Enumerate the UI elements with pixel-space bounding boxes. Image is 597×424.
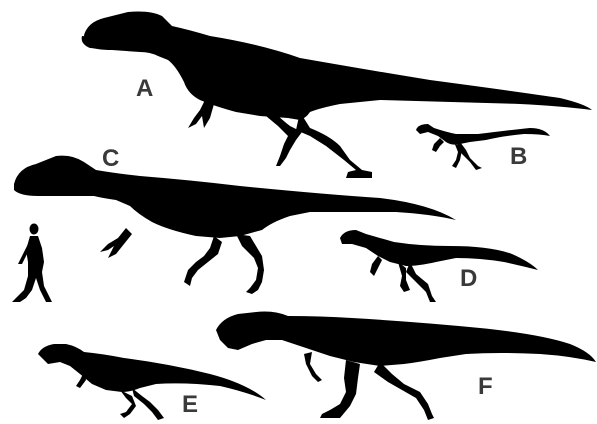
label-f: F (478, 373, 493, 400)
label-b: B (510, 143, 527, 170)
silhouette-e (38, 344, 266, 420)
label-e: E (182, 391, 198, 418)
silhouette-d (340, 230, 538, 302)
label-c: C (102, 145, 119, 172)
label-a: A (136, 75, 153, 102)
label-d: D (460, 265, 477, 292)
human-silhouette (12, 224, 52, 303)
silhouette-c (14, 156, 456, 294)
silhouette-b (416, 124, 550, 170)
silhouette-f (216, 312, 596, 421)
